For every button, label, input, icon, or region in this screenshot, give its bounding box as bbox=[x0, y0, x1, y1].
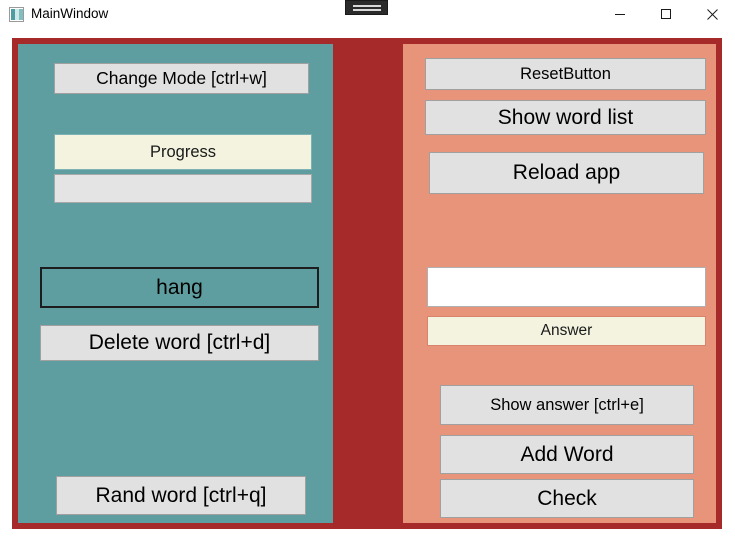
check-button[interactable]: Check bbox=[440, 479, 694, 518]
overlay-capsule bbox=[345, 0, 388, 15]
show-word-list-button[interactable]: Show word list bbox=[425, 100, 706, 135]
close-button[interactable] bbox=[689, 0, 735, 28]
progress-bar bbox=[54, 174, 312, 203]
rand-word-button[interactable]: Rand word [ctrl+q] bbox=[56, 476, 306, 515]
right-panel: ResetButton Show word list Reload app An… bbox=[403, 44, 716, 523]
left-panel: Change Mode [ctrl+w] Progress hang Delet… bbox=[18, 44, 333, 523]
window-controls bbox=[597, 0, 735, 28]
window-body: Change Mode [ctrl+w] Progress hang Delet… bbox=[12, 38, 722, 529]
answer-input[interactable] bbox=[427, 267, 706, 307]
close-icon bbox=[706, 8, 718, 20]
minimize-button[interactable] bbox=[597, 0, 643, 28]
maximize-icon bbox=[661, 9, 671, 19]
hang-label: hang bbox=[40, 267, 319, 308]
change-mode-button[interactable]: Change Mode [ctrl+w] bbox=[54, 63, 309, 94]
app-icon bbox=[9, 7, 24, 22]
add-word-button[interactable]: Add Word bbox=[440, 435, 694, 474]
answer-label: Answer bbox=[427, 316, 706, 346]
reset-button[interactable]: ResetButton bbox=[425, 58, 706, 90]
show-answer-button[interactable]: Show answer [ctrl+e] bbox=[440, 385, 694, 425]
window-title: MainWindow bbox=[31, 6, 109, 21]
maximize-button[interactable] bbox=[643, 0, 689, 28]
minimize-icon bbox=[615, 14, 625, 15]
progress-label: Progress bbox=[54, 134, 312, 170]
reload-app-button[interactable]: Reload app bbox=[429, 152, 704, 194]
delete-word-button[interactable]: Delete word [ctrl+d] bbox=[40, 325, 319, 361]
